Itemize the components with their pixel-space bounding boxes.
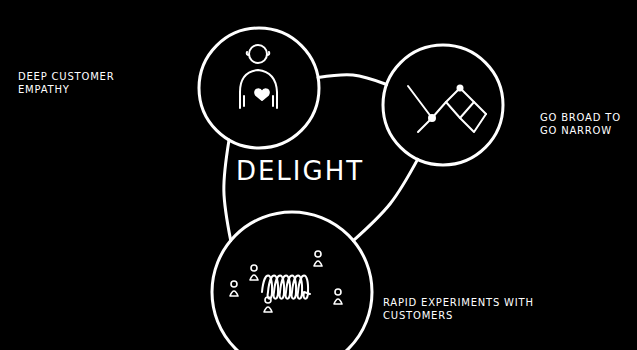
circle-stroke	[199, 28, 319, 148]
circle-stroke	[212, 212, 372, 350]
person-icon	[240, 45, 277, 108]
diverge-converge-icon	[408, 86, 486, 133]
stage-label: GO BROAD TO GO NARROW	[540, 111, 632, 137]
connector-line	[224, 140, 231, 241]
stage-circle: GO BROAD TO GO NARROW	[381, 43, 505, 167]
center-title: DELIGHT	[236, 156, 364, 186]
circle-outline	[197, 26, 321, 150]
stage-label: RAPID EXPERIMENTS WITH CUSTOMERS	[383, 296, 551, 322]
stage-label: DEEP CUSTOMER EMPATHY	[18, 70, 150, 96]
circle-stroke	[383, 45, 503, 165]
iteration-spiral-icon	[262, 276, 310, 299]
circle-outline	[381, 43, 505, 167]
stage-circle: DEEP CUSTOMER EMPATHY	[197, 26, 321, 150]
stage-circle: RAPID EXPERIMENTS WITH CUSTOMERS	[210, 210, 374, 350]
customer-figures	[230, 251, 342, 312]
circle-outline	[210, 210, 374, 350]
connector-line	[318, 75, 387, 85]
